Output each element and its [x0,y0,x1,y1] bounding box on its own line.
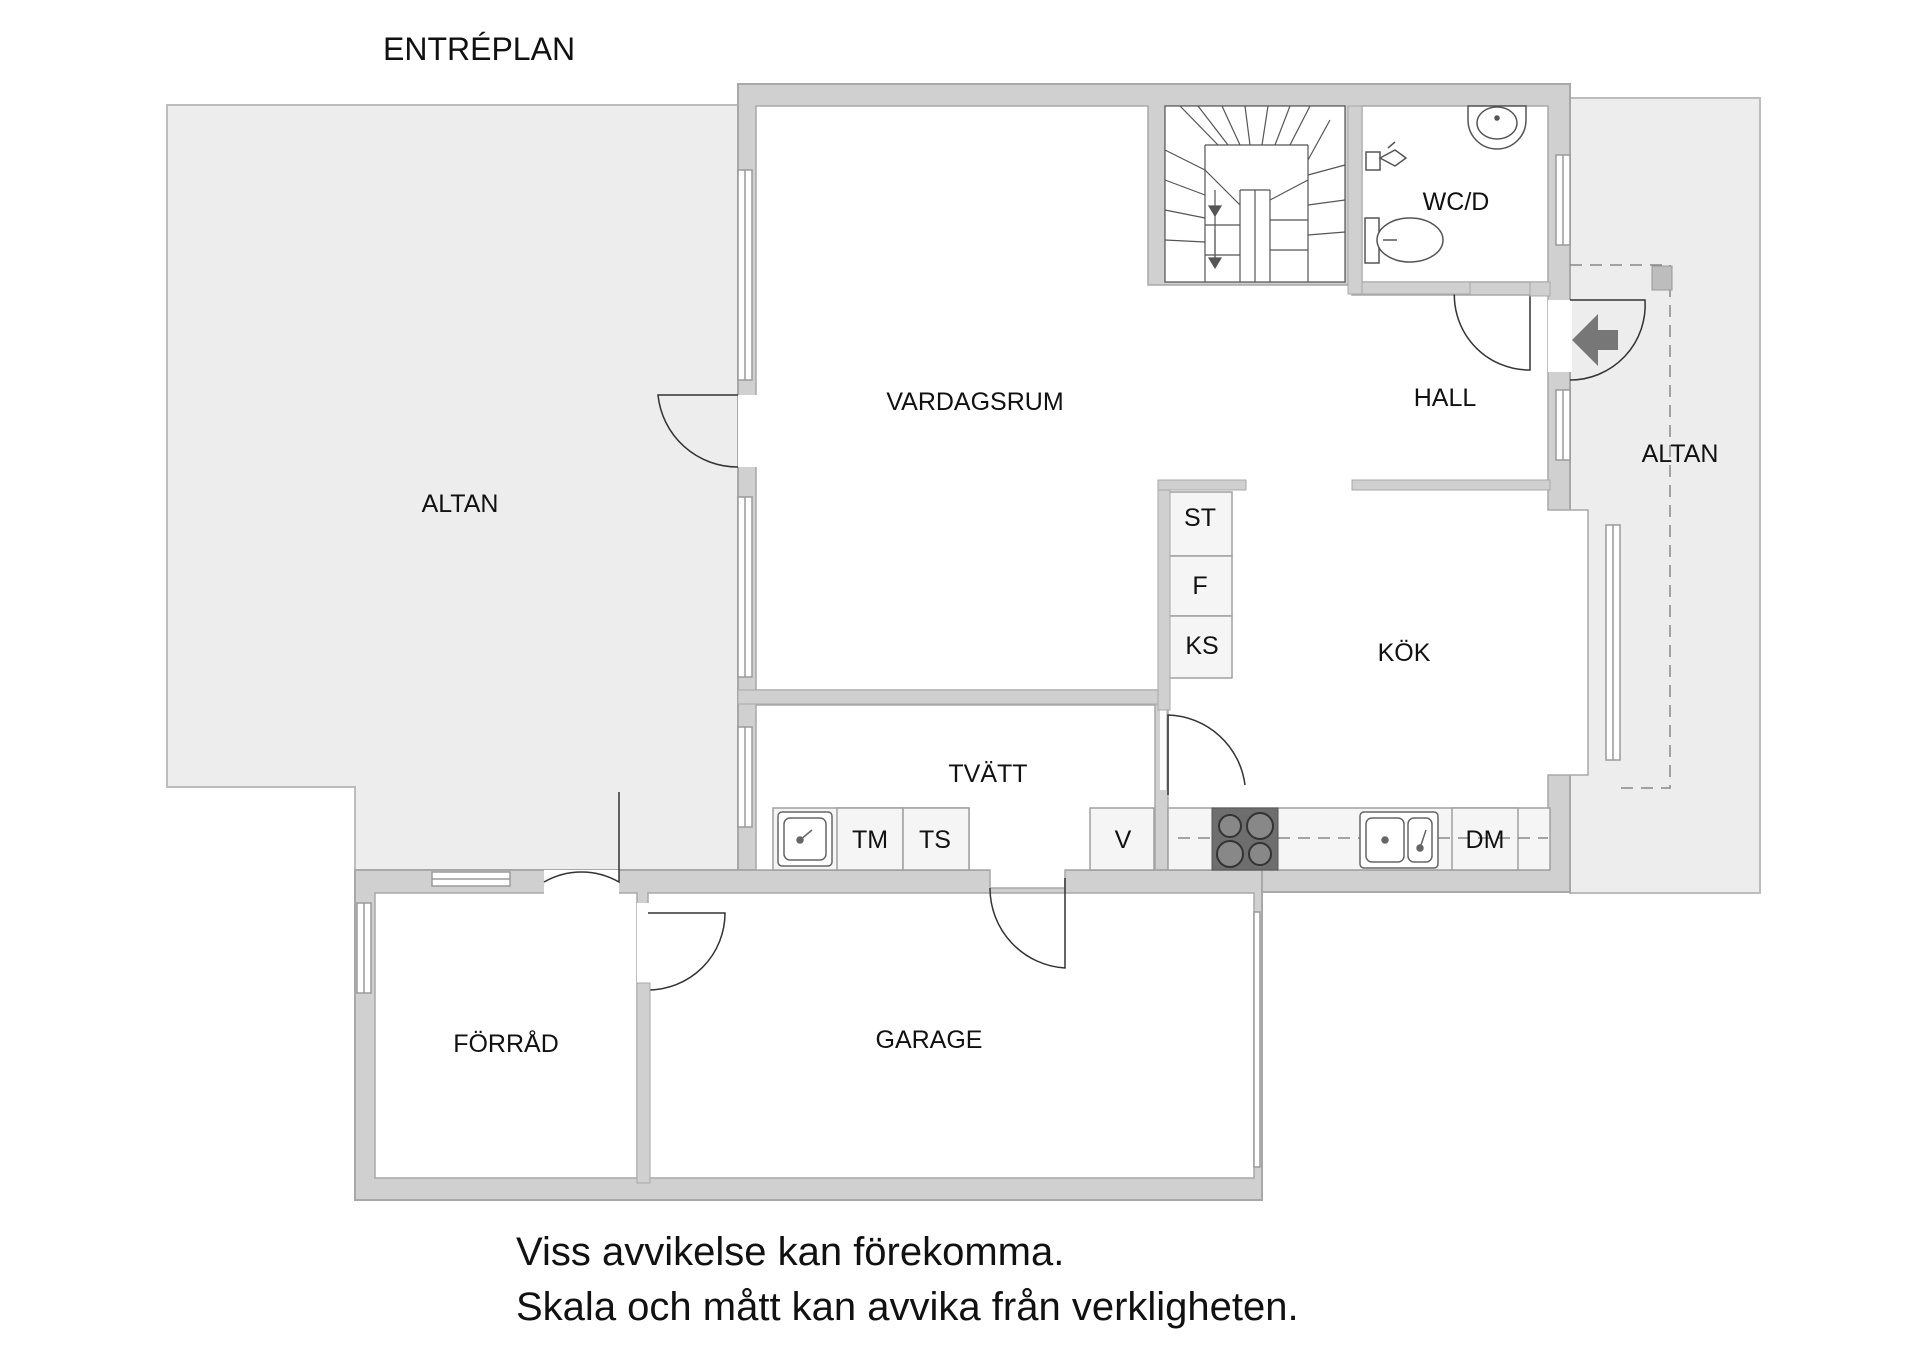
door-opening-forrad [544,870,619,894]
wall-kitchen-top-left [1157,479,1247,491]
room-label-altan-right: ALTAN [1642,440,1719,468]
stove-icon [1211,807,1279,871]
laundry-sink-icon [777,811,833,867]
room-label-vardagsrum: VARDAGSRUM [886,388,1063,416]
post-icon [1651,265,1673,291]
entrance-arrow-icon [1572,314,1618,366]
terrace-right [1569,97,1761,894]
fixture-dm [1451,807,1519,871]
wall-hall-stairs [1351,281,1471,295]
room-label-forrad: FÖRRÅD [453,1028,559,1058]
fixture-ts [902,807,970,871]
shower-head-icon [1365,141,1408,171]
disclaimer-line-2: Skala och mått kan avvika från verklighe… [516,1285,1299,1329]
door-opening-kitchen [1160,705,1166,790]
sink-icon [1359,811,1439,869]
door-opening-entrance [1548,300,1572,372]
room-label-altan-left: ALTAN [422,490,499,518]
fixture-v [1089,807,1155,871]
room-garage-floor [647,892,1255,1179]
fixture-label-dm: DM [1466,826,1505,854]
plan-title: ENTRÉPLAN [383,31,575,67]
wall-garage-forrad [636,982,651,1184]
door-swing-wcd [1453,284,1531,371]
door-swing-tvatt [989,878,1066,969]
wall-vardagsrum-tvatt [737,689,1159,705]
door-opening-garage [637,903,650,983]
fixture-ks [1167,615,1233,679]
room-label-wcd: WC/D [1423,188,1490,216]
fixture-label-f: F [1192,572,1207,600]
door-swing-altan [657,394,739,468]
wash-basin-icon [1467,105,1527,150]
door-swing-garage [647,912,726,991]
fixture-st [1167,491,1233,557]
door-swing-forrad [543,792,620,884]
room-label-hall: HALL [1414,384,1477,412]
door-opening-altan [738,395,758,467]
toilet-icon [1364,217,1444,264]
fixture-label-tm: TM [852,826,888,854]
fixture-label-ts: TS [919,826,951,854]
wall-hall-kok [1351,479,1551,491]
wall-wcd-left [1347,105,1363,295]
door-swing-kitchen [1167,714,1246,795]
disclaimer-line-1: Viss avvikelse kan förekomma. [516,1230,1065,1274]
wall-hall-right [1529,281,1551,297]
door-swing-entrance [1569,299,1646,381]
stairs-icon [1164,105,1346,283]
fixture-label-v: V [1115,826,1132,854]
room-label-garage: GARAGE [876,1026,983,1054]
window-garage-side [1253,911,1261,1168]
fixture-label-st: ST [1184,504,1216,532]
wall-kitchen-column [1157,479,1171,711]
terrace-outline-dashed [1570,264,1671,789]
room-label-kok: KÖK [1378,639,1431,667]
room-label-tvatt: TVÄTT [948,760,1027,788]
fixture-label-ks: KS [1185,632,1218,660]
